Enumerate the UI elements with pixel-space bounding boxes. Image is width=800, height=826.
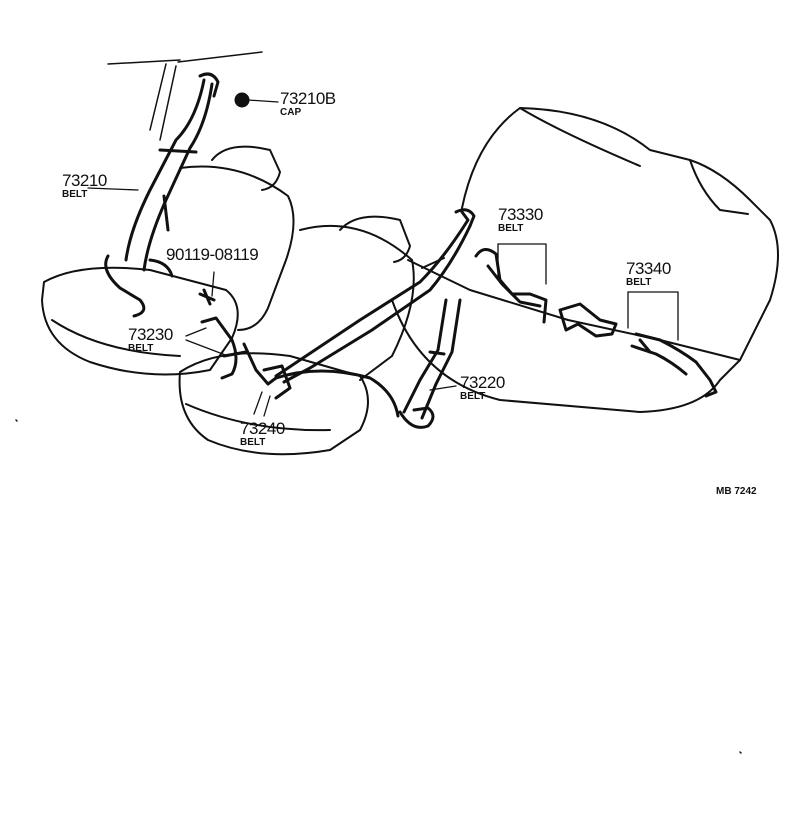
scan-specks	[15, 419, 742, 754]
part-number: 90119-08119	[166, 245, 259, 264]
callout-73230: 73230 BELT	[128, 326, 173, 354]
part-name: BELT	[240, 437, 266, 448]
front-left-seat	[41, 145, 295, 376]
part-number: 73230	[128, 325, 173, 344]
part-number: 73340	[626, 259, 671, 278]
callout-73210b: 73210B CAP	[280, 90, 336, 118]
part-name: BELT	[62, 189, 88, 200]
part-number: 73220	[460, 373, 505, 392]
part-number: 73210	[62, 171, 107, 190]
part-name: BELT	[498, 223, 524, 234]
callout-73210: 73210 BELT	[62, 172, 107, 200]
part-name: CAP	[280, 107, 302, 118]
belt-73210-drawing	[104, 72, 220, 318]
cap-73210b-shape	[234, 92, 250, 108]
leader-lines	[87, 99, 679, 417]
rear-bench-seat	[391, 107, 779, 413]
callout-90119-08119: 90119-08119	[166, 245, 259, 264]
callout-73340: 73340 BELT	[626, 260, 671, 288]
bolt-90119-drawing	[198, 288, 216, 306]
part-name: BELT	[460, 391, 486, 402]
part-name: BELT	[626, 277, 652, 288]
belt-73330-drawing	[474, 248, 618, 338]
diagram-reference-code: MB 7242	[716, 486, 757, 497]
callout-73330: 73330 BELT	[498, 206, 543, 234]
belt-73340-drawing	[630, 332, 718, 398]
belt-73220-drawing	[274, 208, 476, 429]
part-number: 73240	[240, 419, 285, 438]
part-number: 73330	[498, 205, 543, 224]
window-frame	[107, 51, 263, 141]
callout-73220: 73220 BELT	[460, 374, 505, 402]
belt-73240-drawing	[242, 342, 292, 400]
callout-73240: 73240 BELT	[240, 420, 285, 448]
part-name: BELT	[128, 343, 154, 354]
part-number: 73210B	[280, 89, 336, 108]
